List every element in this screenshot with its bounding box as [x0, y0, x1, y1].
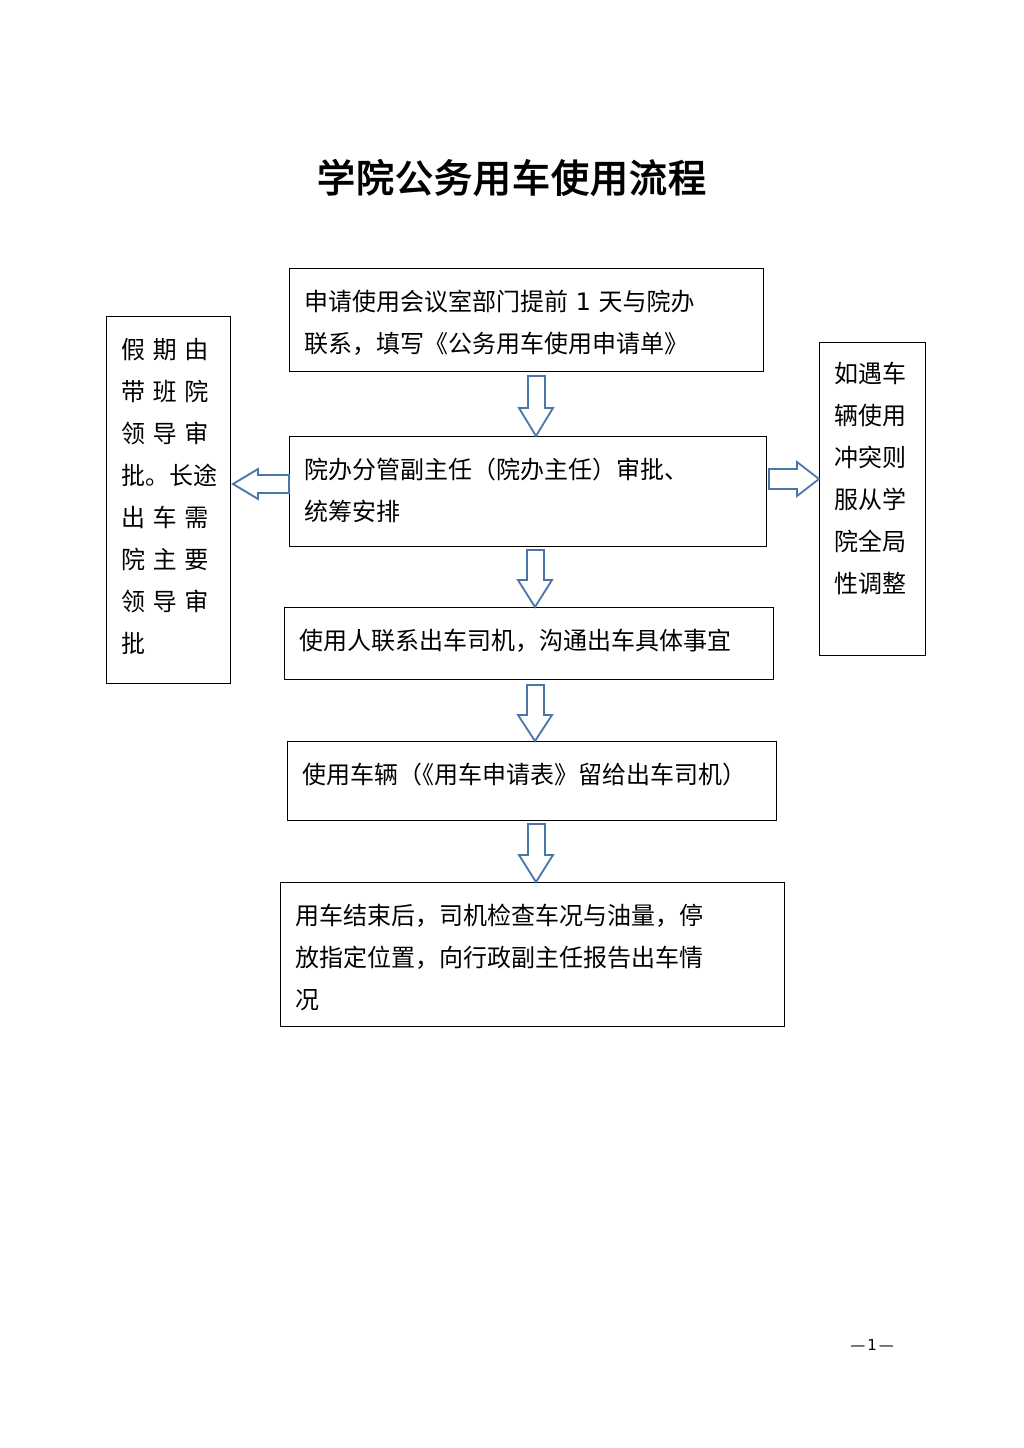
step-contact-driver-box: 使用人联系出车司机，沟通出车具体事宜 — [284, 607, 774, 680]
step-use-vehicle-text: 使用车辆（《用车申请表》留给出车司机） — [302, 761, 746, 789]
side-note-right-box: 如遇车 辆使用 冲突则 服从学 院全局 性调整 — [819, 342, 926, 656]
step-return-text: 用车结束后，司机检查车况与油量，停 放指定位置，向行政副主任报告出车情 况 — [295, 902, 703, 1014]
step-apply-text: 申请使用会议室部门提前 1 天与院办 联系，填写《公务用车使用申请单》 — [304, 288, 695, 358]
step-apply-box: 申请使用会议室部门提前 1 天与院办 联系，填写《公务用车使用申请单》 — [289, 268, 764, 372]
step-contact-driver-text: 使用人联系出车司机，沟通出车具体事宜 — [299, 627, 731, 655]
arrow-down-1 — [517, 375, 555, 438]
step-approve-text: 院办分管副主任（院办主任）审批、 统筹安排 — [304, 456, 688, 526]
arrow-down-3 — [516, 684, 554, 743]
step-use-vehicle-box: 使用车辆（《用车申请表》留给出车司机） — [287, 741, 777, 821]
step-return-box: 用车结束后，司机检查车况与油量，停 放指定位置，向行政副主任报告出车情 况 — [280, 882, 785, 1027]
step-approve-box: 院办分管副主任（院办主任）审批、 统筹安排 — [289, 436, 767, 547]
page-title: 学院公务用车使用流程 — [316, 156, 707, 201]
side-note-right-text: 如遇车 辆使用 冲突则 服从学 院全局 性调整 — [834, 360, 906, 598]
side-note-left-box: 假 期 由 带 班 院 领 导 审 批。长途 出 车 需 院 主 要 领 导 审… — [106, 316, 231, 684]
arrow-right — [768, 459, 821, 499]
arrow-left — [231, 467, 290, 501]
arrow-down-2 — [516, 549, 554, 609]
arrow-down-4 — [517, 823, 555, 884]
side-note-left-text: 假 期 由 带 班 院 领 导 审 批。长途 出 车 需 院 主 要 领 导 审… — [121, 336, 217, 658]
page-number: —1— — [850, 1336, 896, 1354]
